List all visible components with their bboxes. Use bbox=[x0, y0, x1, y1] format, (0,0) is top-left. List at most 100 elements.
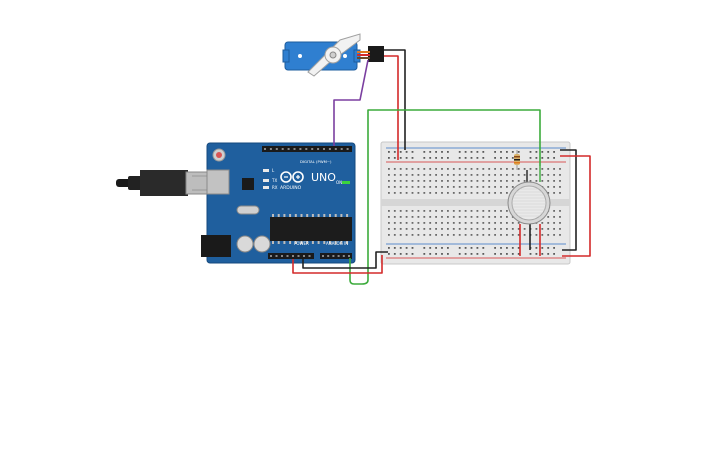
hole bbox=[559, 186, 561, 188]
hole bbox=[294, 241, 297, 244]
power-header[interactable] bbox=[268, 253, 314, 259]
hole bbox=[411, 234, 414, 236]
hole bbox=[393, 168, 396, 170]
hole bbox=[270, 255, 272, 257]
hole bbox=[441, 253, 443, 255]
digital-header-label: DIGITAL (PWM~) bbox=[300, 159, 332, 164]
hole bbox=[306, 241, 309, 244]
hole bbox=[447, 228, 449, 230]
hole bbox=[423, 228, 426, 230]
hole bbox=[332, 255, 335, 257]
hole bbox=[547, 192, 550, 194]
hole bbox=[529, 174, 532, 176]
hole bbox=[435, 234, 437, 236]
hole bbox=[511, 247, 514, 249]
breadboard[interactable] bbox=[380, 141, 571, 265]
hole bbox=[500, 186, 502, 188]
hole bbox=[423, 168, 426, 170]
hole bbox=[541, 222, 544, 224]
hole bbox=[506, 247, 508, 249]
right-ground-jumper bbox=[560, 149, 577, 251]
hole bbox=[476, 151, 479, 153]
hole bbox=[399, 210, 402, 212]
hole bbox=[441, 234, 443, 236]
hole bbox=[511, 157, 514, 159]
hole bbox=[464, 186, 467, 188]
hole bbox=[547, 157, 550, 159]
hole bbox=[547, 186, 550, 188]
hole bbox=[500, 192, 502, 194]
hole bbox=[417, 222, 420, 224]
hole bbox=[264, 148, 266, 150]
servo-horn[interactable] bbox=[307, 33, 361, 77]
hole bbox=[393, 247, 396, 249]
hole bbox=[458, 247, 461, 249]
hole bbox=[405, 151, 408, 153]
hole bbox=[340, 214, 343, 217]
resistor[interactable] bbox=[514, 150, 520, 170]
hole bbox=[429, 174, 432, 176]
arduino-uno-board[interactable]: L TX RX ON UNO ARDUINO DIGITAL (PWM~) PO… bbox=[116, 142, 356, 264]
hole bbox=[535, 151, 538, 153]
capacitor bbox=[236, 235, 254, 253]
hole bbox=[500, 222, 502, 224]
hole bbox=[393, 222, 396, 224]
hole bbox=[429, 222, 432, 224]
hole bbox=[441, 174, 443, 176]
atmega-chip bbox=[270, 217, 352, 241]
hole bbox=[482, 216, 485, 218]
hole bbox=[393, 234, 396, 236]
hole bbox=[464, 192, 467, 194]
hole bbox=[388, 192, 390, 194]
hole bbox=[553, 234, 555, 236]
gas-sensor[interactable] bbox=[507, 181, 551, 225]
hole bbox=[500, 210, 502, 212]
hole bbox=[423, 222, 426, 224]
hole bbox=[506, 222, 508, 224]
hole bbox=[458, 216, 461, 218]
wires bbox=[292, 49, 591, 285]
hole bbox=[506, 192, 508, 194]
hole bbox=[411, 228, 414, 230]
hole bbox=[429, 228, 432, 230]
hole bbox=[494, 151, 496, 153]
hole bbox=[327, 255, 330, 257]
hole bbox=[464, 157, 467, 159]
hole bbox=[323, 241, 326, 244]
hole bbox=[500, 234, 502, 236]
hole bbox=[447, 168, 449, 170]
hole bbox=[506, 157, 508, 159]
hole bbox=[399, 157, 402, 159]
hole bbox=[393, 151, 396, 153]
hole bbox=[388, 228, 390, 230]
hole bbox=[553, 228, 555, 230]
hole bbox=[441, 157, 443, 159]
hole bbox=[429, 253, 432, 255]
hole bbox=[506, 234, 508, 236]
hole bbox=[535, 247, 538, 249]
reset-button-cap[interactable] bbox=[216, 152, 222, 158]
hole bbox=[300, 214, 303, 217]
hole bbox=[306, 214, 309, 217]
green-signal-wire bbox=[349, 109, 541, 285]
hole bbox=[340, 148, 343, 150]
hole bbox=[297, 255, 300, 257]
hole bbox=[435, 168, 437, 170]
hole bbox=[541, 228, 544, 230]
hole bbox=[411, 151, 414, 153]
hole bbox=[393, 174, 396, 176]
hole bbox=[494, 174, 496, 176]
hole bbox=[458, 192, 461, 194]
led-on bbox=[342, 181, 350, 184]
hole bbox=[435, 151, 437, 153]
analog-header[interactable] bbox=[320, 253, 352, 259]
usb-chip bbox=[242, 178, 254, 190]
servo-motor[interactable] bbox=[282, 33, 384, 77]
hole bbox=[423, 186, 426, 188]
hole bbox=[441, 192, 443, 194]
hole bbox=[482, 174, 485, 176]
hole bbox=[429, 192, 432, 194]
hole bbox=[476, 216, 479, 218]
gas-sensor-mesh bbox=[512, 188, 546, 217]
